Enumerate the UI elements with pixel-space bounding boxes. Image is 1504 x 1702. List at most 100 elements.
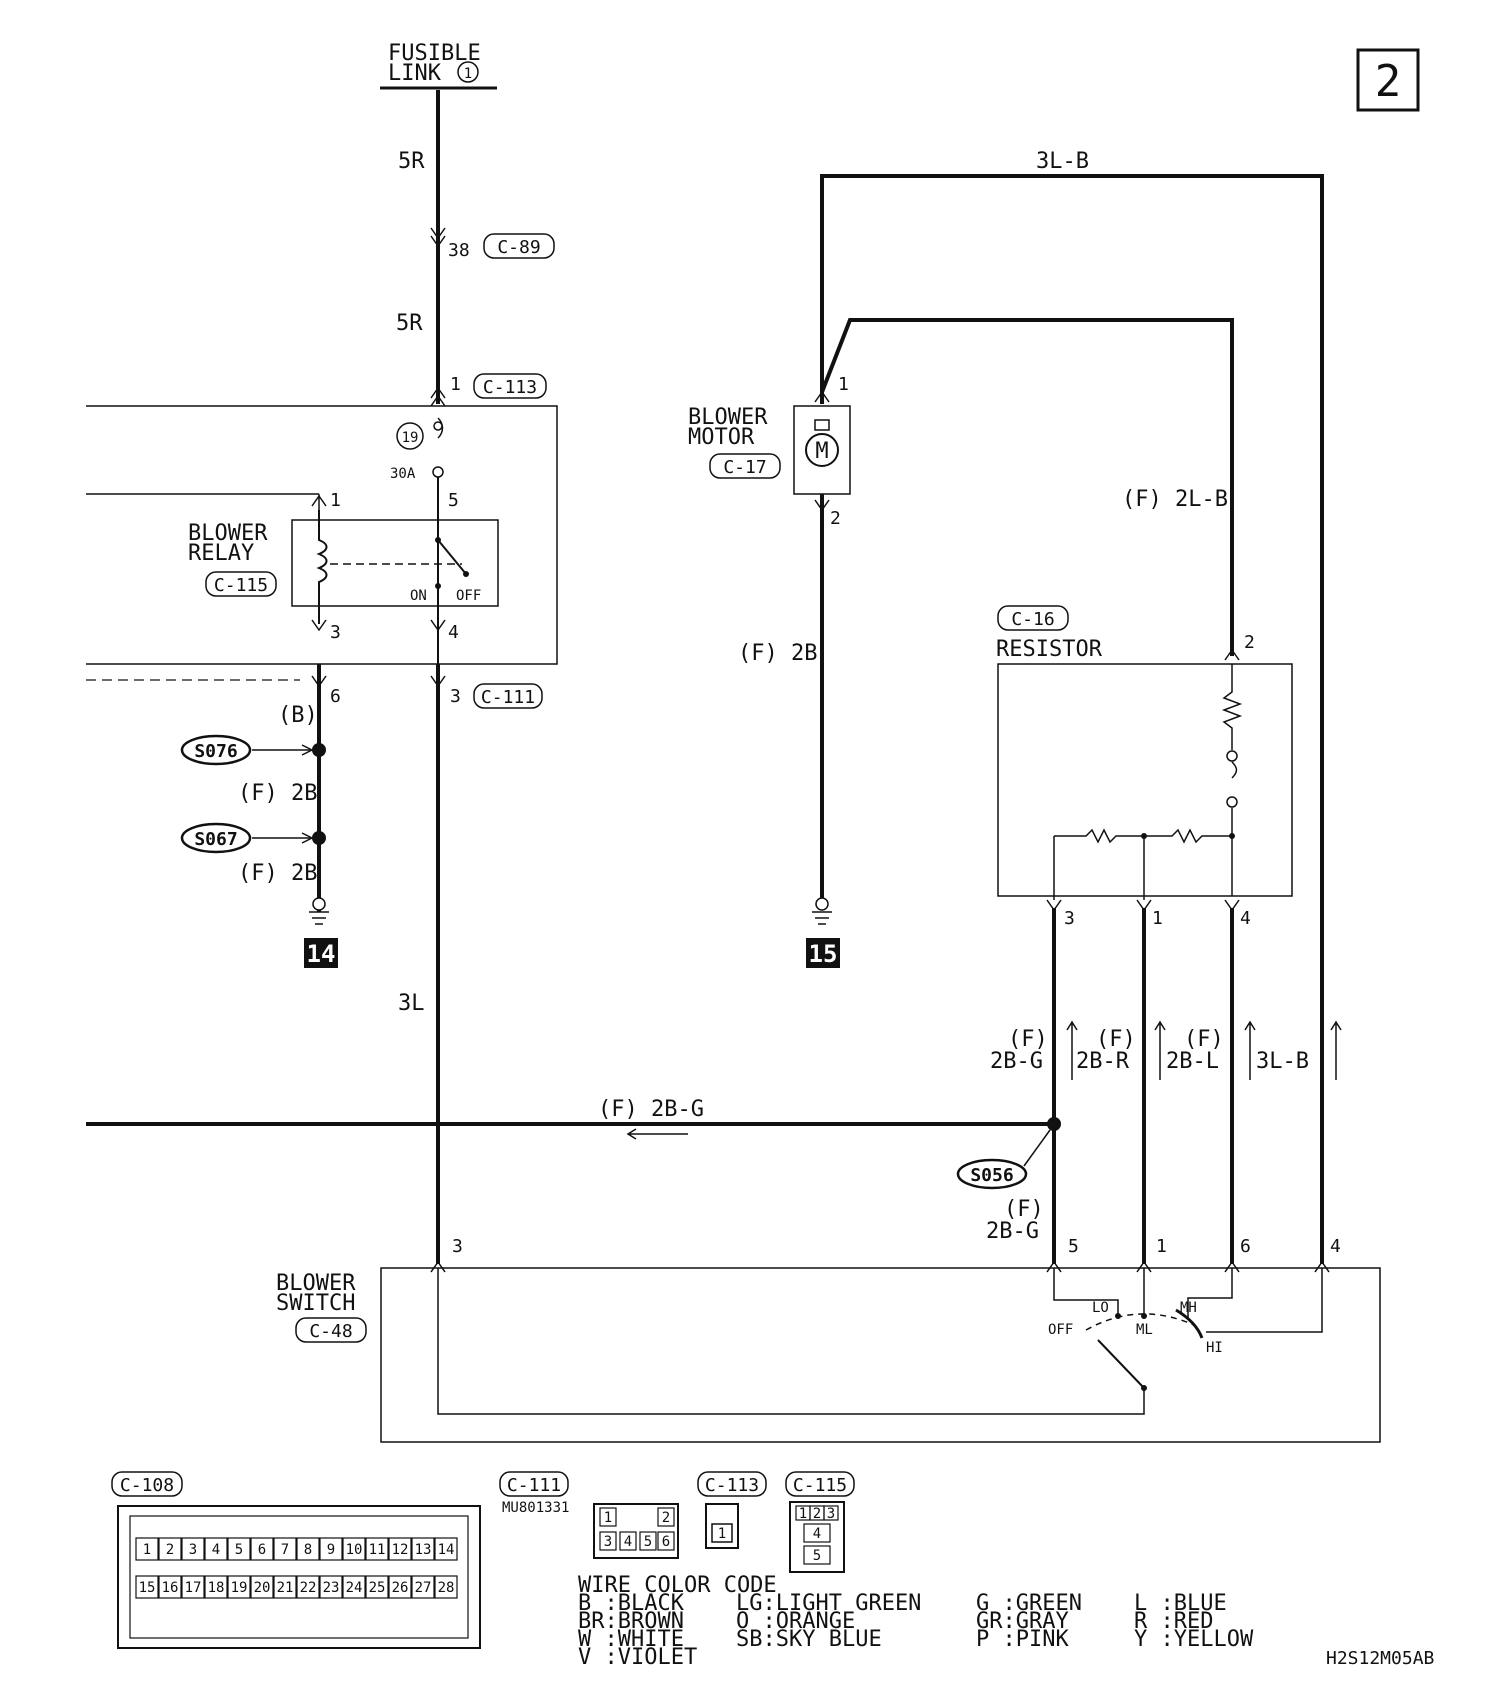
fuse-rating: 30A <box>390 466 416 482</box>
svg-text:SB:SKY BLUE: SB:SKY BLUE <box>736 1627 882 1652</box>
c108-pin: 18 <box>204 1575 228 1599</box>
svg-text:1: 1 <box>838 374 849 395</box>
svg-text:MOTOR: MOTOR <box>688 425 755 450</box>
page-number-box: 2 <box>1356 48 1420 112</box>
diagram-code: H2S12M05AB <box>1326 1648 1434 1669</box>
blower-switch: BLOWER SWITCH C-48 3 5 1 6 4 OFF LO ML M… <box>276 1236 1381 1443</box>
c108-pin: 28 <box>434 1575 458 1599</box>
svg-text:28: 28 <box>438 1580 455 1596</box>
svg-text:MH: MH <box>1180 1300 1197 1316</box>
svg-text:(F): (F) <box>1184 1027 1224 1052</box>
c108-pin: 3 <box>181 1537 205 1561</box>
c108-pin: 8 <box>296 1537 320 1561</box>
c108-pin: 27 <box>411 1575 435 1599</box>
wire-f2lb: (F) 2L-B <box>1122 487 1228 512</box>
svg-text:(F): (F) <box>1096 1027 1136 1052</box>
svg-text:1: 1 <box>604 1510 612 1526</box>
c111-pin: 2 <box>657 1507 675 1527</box>
svg-text:G :GREEN: G :GREEN <box>976 1591 1082 1616</box>
svg-text:2: 2 <box>1244 632 1255 653</box>
svg-text:BLOWER: BLOWER <box>688 405 768 430</box>
svg-text:S056: S056 <box>970 1165 1013 1186</box>
svg-text:ON: ON <box>410 588 427 604</box>
c108-pin: 17 <box>181 1575 205 1599</box>
wire-5r-upper: 5R <box>398 149 425 174</box>
svg-text:3: 3 <box>189 1542 197 1558</box>
svg-text:4: 4 <box>1240 908 1251 929</box>
svg-text:BR:BROWN: BR:BROWN <box>578 1609 684 1634</box>
svg-text:C-16: C-16 <box>1011 609 1054 630</box>
c115-pin: 1 <box>795 1505 811 1522</box>
svg-text:C-111: C-111 <box>507 1475 561 1496</box>
svg-text:13: 13 <box>415 1542 432 1558</box>
c108-pin: 5 <box>227 1537 251 1561</box>
svg-text:2: 2 <box>662 1510 670 1526</box>
svg-text:(F) 2B-G: (F) 2B-G <box>598 1097 704 1122</box>
svg-text:5: 5 <box>1068 1236 1079 1257</box>
c113-connector-tag: C-113 <box>473 373 547 399</box>
fuse-19: 19 30A <box>390 417 444 482</box>
c108-pin: 16 <box>158 1575 182 1599</box>
svg-text:17: 17 <box>185 1580 202 1596</box>
svg-text:C-113: C-113 <box>705 1475 759 1496</box>
svg-text:21: 21 <box>277 1580 294 1596</box>
svg-text:20: 20 <box>254 1580 271 1596</box>
svg-text:P :PINK: P :PINK <box>976 1627 1069 1652</box>
svg-text:HI: HI <box>1206 1340 1223 1356</box>
svg-text:RESISTOR: RESISTOR <box>996 637 1103 662</box>
svg-text:4: 4 <box>212 1542 220 1558</box>
c108-pin: 19 <box>227 1575 251 1599</box>
svg-text:BLOWER: BLOWER <box>276 1271 356 1296</box>
c108-pin: 20 <box>250 1575 274 1599</box>
ground-14: 14 <box>304 938 338 968</box>
c108-pin: 12 <box>388 1537 412 1561</box>
c111-pin: 3 <box>450 686 461 707</box>
c108-pin: 10 <box>342 1537 366 1561</box>
c108-pin: 24 <box>342 1575 366 1599</box>
c108-pin: 15 <box>135 1575 159 1599</box>
svg-text:15: 15 <box>809 940 838 968</box>
svg-text:27: 27 <box>415 1580 432 1596</box>
svg-text:C-89: C-89 <box>497 237 540 258</box>
svg-text:3: 3 <box>827 1506 835 1522</box>
c115-pin: 3 <box>823 1505 839 1522</box>
c113-pin: 1 <box>450 374 461 395</box>
c108-pin: 14 <box>434 1537 458 1561</box>
svg-text:Y :YELLOW: Y :YELLOW <box>1134 1627 1254 1652</box>
svg-text:2: 2 <box>813 1506 821 1522</box>
current-arrows <box>626 1020 1342 1140</box>
c108-pin: 21 <box>273 1575 297 1599</box>
svg-text:B :BLACK: B :BLACK <box>578 1591 685 1616</box>
svg-text:22: 22 <box>300 1580 317 1596</box>
c108-pin: 1 <box>135 1537 159 1561</box>
svg-text:4: 4 <box>1330 1236 1341 1257</box>
svg-text:2: 2 <box>830 508 841 529</box>
c108-pin: 25 <box>365 1575 389 1599</box>
svg-text:M: M <box>815 439 828 464</box>
svg-text:3: 3 <box>330 622 341 643</box>
c115-pin: 5 <box>803 1545 831 1565</box>
svg-text:3: 3 <box>452 1236 463 1257</box>
svg-text:S067: S067 <box>194 829 237 850</box>
svg-text:23: 23 <box>323 1580 340 1596</box>
svg-text:C-113: C-113 <box>483 377 537 398</box>
svg-text:GR:GRAY: GR:GRAY <box>976 1609 1069 1634</box>
svg-text:11: 11 <box>369 1542 386 1558</box>
svg-text:4: 4 <box>448 622 459 643</box>
svg-text:6: 6 <box>1240 1236 1251 1257</box>
svg-text:SWITCH: SWITCH <box>276 1291 355 1316</box>
svg-text:14: 14 <box>307 940 336 968</box>
fuse-number: 19 <box>402 430 419 446</box>
svg-text:C-108: C-108 <box>120 1475 174 1496</box>
svg-text:3: 3 <box>604 1534 612 1550</box>
c115-pin: 4 <box>803 1523 831 1543</box>
svg-text:6: 6 <box>330 686 341 707</box>
splice-s076: S076 <box>180 734 314 766</box>
c113-connector-view: C-113 1 <box>697 1471 767 1549</box>
svg-text:(F) 2B: (F) 2B <box>238 781 317 806</box>
svg-text:2B-R: 2B-R <box>1076 1049 1130 1074</box>
svg-text:C-115: C-115 <box>214 575 268 596</box>
svg-text:8: 8 <box>304 1542 312 1558</box>
